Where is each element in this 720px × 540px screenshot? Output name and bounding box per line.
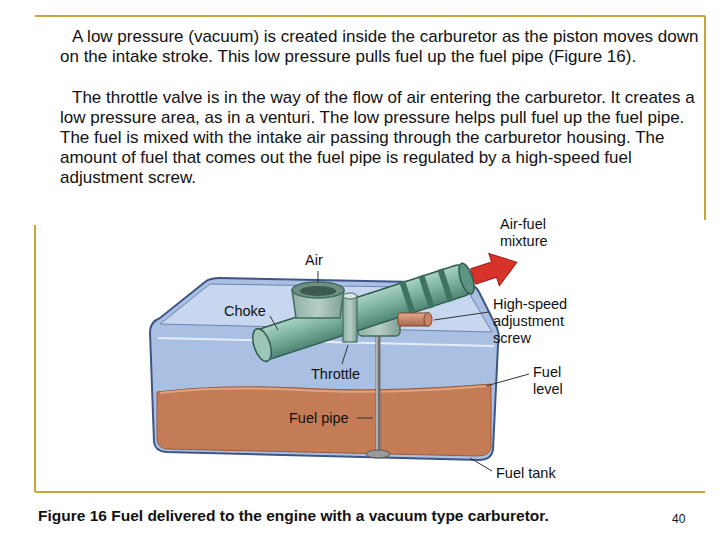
- part-label: Fuel level: [533, 364, 581, 398]
- fuel-pipe: [366, 322, 390, 458]
- air-horn-inner: [300, 286, 336, 296]
- pipe: [376, 322, 381, 452]
- pipe-foot: [366, 450, 390, 458]
- part-label: Air: [305, 252, 323, 269]
- leader-line: [342, 345, 348, 364]
- throttle-shaft: [343, 296, 357, 342]
- frame-line: [35, 15, 705, 17]
- carburetor: [249, 246, 522, 364]
- fuel-surface: [160, 386, 488, 393]
- tank-body: [150, 278, 499, 460]
- tube-rib: [437, 268, 453, 302]
- carburetor-tube: [249, 246, 522, 364]
- leader-line: [270, 316, 278, 330]
- fuel-tank: [150, 278, 499, 460]
- leader-line: [486, 374, 529, 386]
- fuel: [157, 384, 491, 456]
- choke-cap: [249, 326, 275, 363]
- part-label: Air-fuel mixture: [500, 216, 580, 250]
- part-label: Fuel tank: [496, 465, 556, 482]
- leader-line: [470, 458, 492, 471]
- frame-line: [34, 225, 36, 492]
- part-label: Fuel pipe: [289, 410, 349, 427]
- frame-line: [35, 491, 705, 493]
- flow-arrow: [468, 246, 522, 293]
- frame-line: [704, 16, 706, 220]
- leader-line: [318, 271, 319, 283]
- leader-lines: [270, 271, 529, 471]
- air-horn-mouth: [292, 282, 344, 298]
- screw-knob: [424, 313, 432, 327]
- tube: [257, 263, 471, 360]
- page-number: 40: [672, 512, 685, 526]
- body-paragraph: The throttle valve is in the way of the …: [60, 88, 700, 188]
- leader-line: [357, 418, 373, 419]
- part-label: Throttle: [311, 366, 360, 383]
- tube-rib: [399, 281, 415, 315]
- body-paragraph: A low pressure (vacuum) is created insid…: [60, 27, 700, 67]
- slide-frame: [35, 16, 705, 492]
- part-label: Choke: [224, 303, 266, 320]
- tube-rib: [418, 274, 434, 308]
- part-label: High-speed adjustment screw: [493, 296, 593, 347]
- figure-caption: Figure 16 Fuel delivered to the engine w…: [38, 506, 549, 525]
- throttle-cap: [343, 293, 357, 299]
- pipe-highlight: [376, 322, 378, 452]
- leader-line: [434, 312, 489, 320]
